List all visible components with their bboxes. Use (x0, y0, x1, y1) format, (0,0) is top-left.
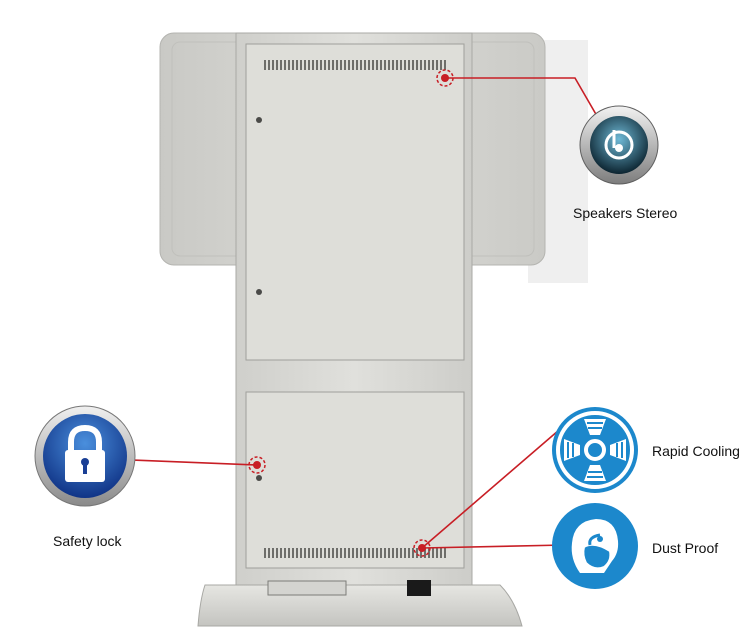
stand-base (197, 580, 523, 627)
padlock-icon (34, 405, 136, 507)
speakers-label: Speakers Stereo (573, 205, 678, 221)
marker-cooling (413, 539, 431, 557)
lower-vent (262, 548, 448, 558)
marker-speakers (436, 69, 454, 87)
marker-lock (248, 456, 266, 474)
callout-lines (107, 77, 613, 549)
rapid-cooling-label: Rapid Cooling (652, 443, 740, 459)
cabinet-body (235, 32, 473, 594)
safety-lock-label: Safety lock (53, 533, 122, 549)
upper-vent (262, 60, 448, 70)
dust-proof-label: Dust Proof (652, 540, 719, 556)
speaker-icon (579, 105, 659, 185)
dust-mask-icon (552, 503, 638, 589)
fan-icon (552, 407, 638, 493)
